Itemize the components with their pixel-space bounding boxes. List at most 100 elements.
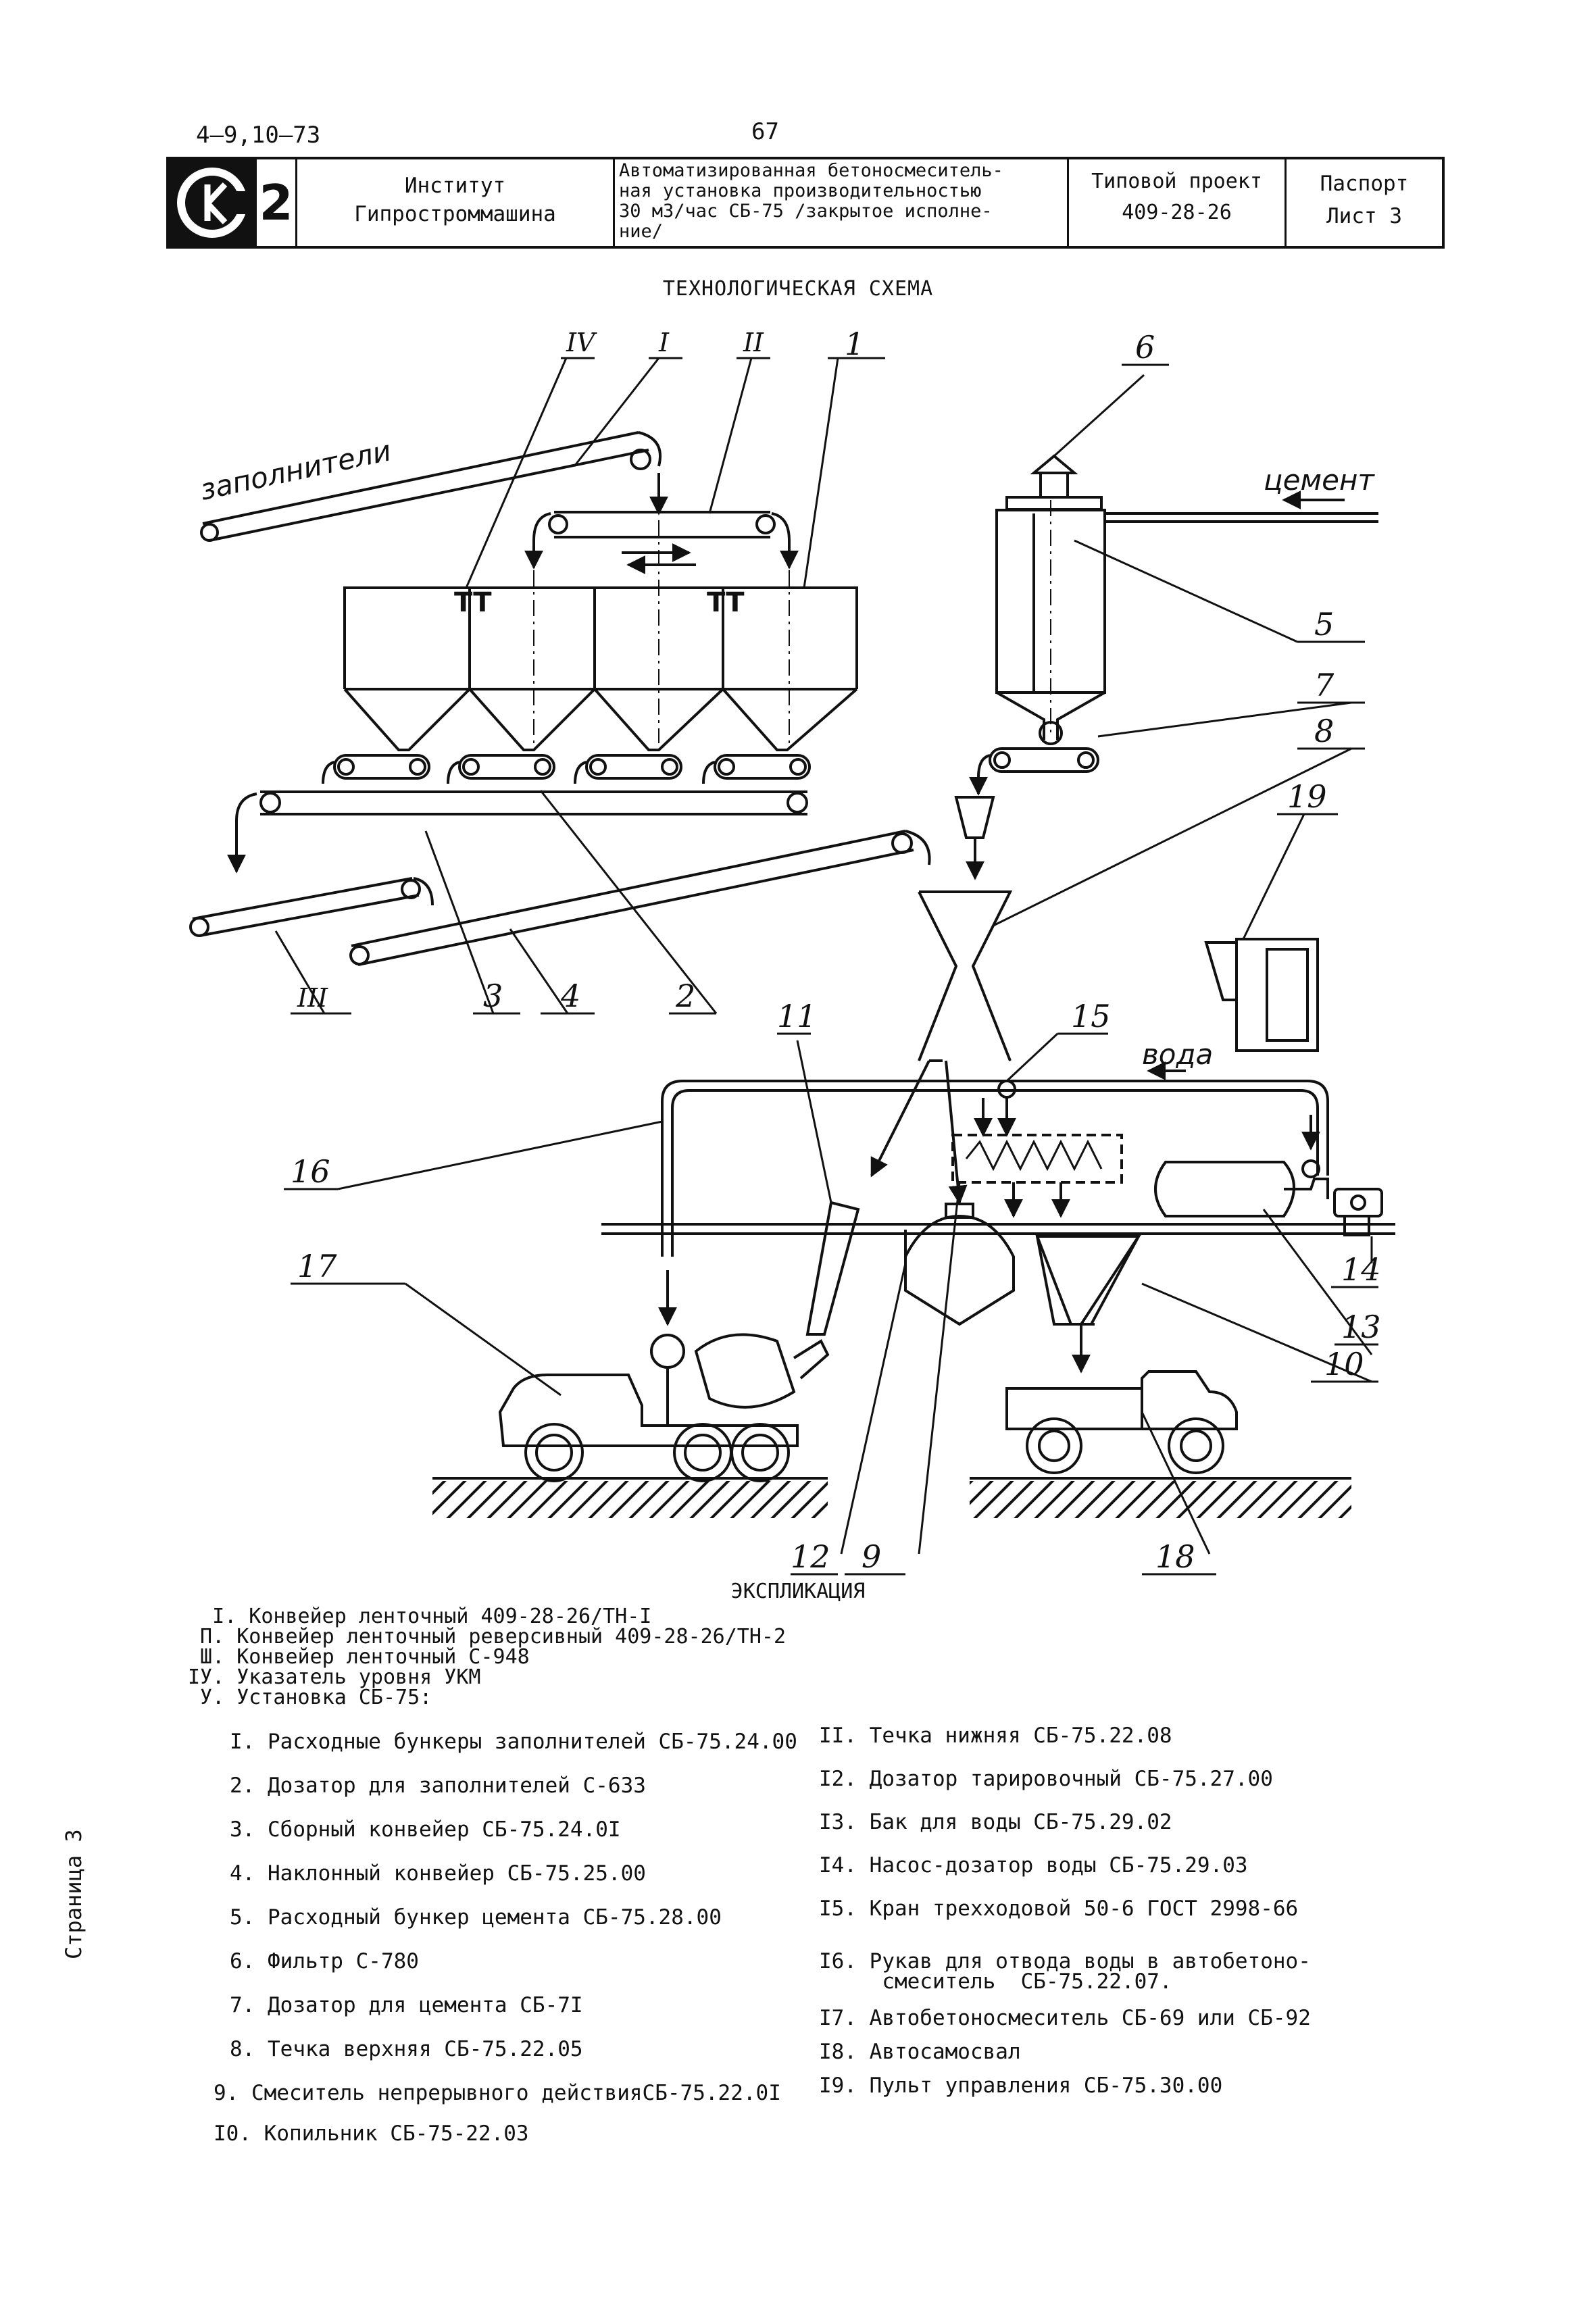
label-I: I — [658, 328, 670, 357]
institute-cell: Институт Гипростроммашина — [297, 159, 615, 246]
list-item: 4. Наклонный конвейер СБ-75.25.00 — [230, 1861, 646, 1886]
cement-doser — [954, 747, 1099, 880]
concrete-mixer-truck — [498, 1333, 830, 1482]
ground — [432, 1477, 1351, 1518]
passport-cell: Паспорт Лист 3 — [1287, 159, 1442, 246]
label-11: 11 — [777, 998, 817, 1034]
list-item: Ш. Конвейер ленточный С-948 — [188, 1645, 530, 1669]
passport-line: Лист 3 — [1326, 204, 1402, 228]
flow-label-aggregates: заполнители — [197, 434, 394, 507]
title-block: 2 Институт Гипростроммашина Автоматизиро… — [166, 157, 1445, 249]
list-item: I8. Автосамосвал — [819, 2040, 1021, 2064]
label-8: 8 — [1314, 713, 1334, 749]
label-17: 17 — [297, 1248, 337, 1284]
svg-text:TT: TT — [454, 587, 492, 618]
aggregate-bins: TT TT — [343, 520, 858, 751]
flow-label-cement: цемент — [1264, 463, 1375, 497]
svg-text:TT: TT — [707, 587, 745, 618]
label-12: 12 — [791, 1538, 830, 1575]
list-item: I0. Копильник СБ-75-22.03 — [214, 2121, 529, 2146]
list-item: У. Установка СБ-75: — [188, 1686, 432, 1709]
sk-logo-icon — [176, 168, 249, 238]
list-item: 5. Расходный бункер цемента СБ-75.28.00 — [230, 1905, 722, 1930]
label-IV: IV — [566, 328, 597, 357]
project-line: 409-28-26 — [1122, 201, 1232, 224]
aggregate-dosers — [322, 754, 811, 784]
list-item: I4. Насос-дозатор воды СБ-75.29.03 — [819, 1853, 1248, 1878]
label-16: 16 — [291, 1153, 330, 1190]
label-4: 4 — [560, 978, 580, 1014]
label-5: 5 — [1314, 606, 1334, 643]
project-line: Типовой проект — [1091, 170, 1262, 193]
label-3: 3 — [483, 978, 503, 1014]
list-item: 7. Дозатор для цемента СБ-7I — [230, 1993, 583, 2017]
label-III: III — [297, 983, 328, 1013]
dump-truck — [1005, 1370, 1238, 1474]
label-7: 7 — [1314, 667, 1335, 703]
cement-bin — [995, 454, 1378, 745]
label-underlines — [284, 357, 1378, 1576]
explication-column-left: I. Расходные бункеры заполнителей СБ-75.… — [214, 1730, 797, 2165]
list-item: 8. Течка верхняя СБ-75.22.05 — [230, 2037, 583, 2061]
project-cell: Типовой проект 409-28-26 — [1069, 159, 1287, 246]
water-pipe — [658, 1061, 1329, 1326]
document-title-cell: Автоматизированная бетоносмеситель- ная … — [615, 159, 1069, 246]
explication-title: ЭКСПЛИКАЦИЯ — [730, 1580, 866, 1603]
technological-scheme: TT TT — [189, 326, 1395, 1576]
collecting-conveyor — [227, 790, 808, 874]
upper-chute — [918, 890, 1013, 1062]
inclined-conveyor — [349, 830, 931, 966]
list-item: I9. Пульт управления СБ-75.30.00 — [819, 2073, 1223, 2098]
document-code: 4–9,10–73 — [196, 122, 321, 149]
list-item: 6. Фильтр С-780 — [230, 1949, 419, 1973]
list-item: 3. Сборный конвейер СБ-75.24.0I — [230, 1817, 621, 1842]
title-line: 30 м3/час СБ-75 /закрытое исполне- — [619, 201, 993, 222]
label-18: 18 — [1155, 1538, 1195, 1575]
title-line: ние/ — [619, 221, 664, 242]
list-item: смеситель СБ-75.22.07. — [819, 1969, 1172, 1994]
page-number: 67 — [751, 118, 779, 145]
label-19: 19 — [1287, 778, 1327, 815]
explication-column-right: II. Течка нижняя СБ-75.22.08 I2. Дозатор… — [819, 1726, 1311, 2098]
conveyor-II-reversing — [524, 511, 799, 574]
label-14: 14 — [1341, 1251, 1381, 1288]
label-II: II — [743, 328, 764, 357]
tare-doser — [904, 1060, 1015, 1326]
label-13: 13 — [1341, 1309, 1381, 1345]
list-item: I5. Кран трехходовой 50-6 ГОСТ 2998-66 — [819, 1896, 1299, 1921]
label-2: 2 — [675, 978, 695, 1014]
list-item: I2. Дозатор тарировочный СБ-75.27.00 — [819, 1767, 1273, 1791]
list-item: II. Течка нижняя СБ-75.22.08 — [819, 1724, 1172, 1748]
schema-title: ТЕХНОЛОГИЧЕСКАЯ СХЕМА — [662, 277, 934, 301]
side-page-label: Страница 3 — [61, 1829, 86, 1959]
header-item-list: I. Конвейер ленточный 409-28-26/ТН-I П. … — [188, 1607, 786, 1708]
institute-line: Институт — [404, 174, 506, 198]
leader-lines — [274, 357, 1373, 1555]
label-15: 15 — [1071, 998, 1111, 1034]
title-line: ная установка производительностью — [619, 180, 982, 201]
flow-label-water: вода — [1142, 1038, 1213, 1071]
list-item: IУ. Указатель уровня УКМ — [188, 1665, 481, 1689]
list-item: П. Конвейер ленточный реверсивный 409-28… — [188, 1625, 787, 1649]
list-item: I3. Бак для воды СБ-75.29.02 — [819, 1810, 1172, 1834]
list-item: I. Расходные бункеры заполнителей СБ-75.… — [230, 1730, 797, 1754]
list-item: 2. Дозатор для заполнителей С-633 — [230, 1774, 646, 1798]
title-line: Автоматизированная бетоносмеситель- — [619, 160, 1003, 181]
continuous-mixer — [951, 1134, 1123, 1218]
list-item: I7. Автобетоносмеситель СБ-69 или СБ-92 — [819, 2006, 1311, 2030]
label-9: 9 — [862, 1538, 881, 1575]
label-10: 10 — [1324, 1346, 1364, 1382]
passport-line: Паспорт — [1320, 172, 1409, 196]
list-item: 9. Смеситель непрерывного действияСБ-75.… — [214, 2081, 781, 2105]
institute-line: Гипростроммашина — [354, 202, 556, 226]
list-item: I6. Рукав для отвода воды в автобетоно- — [819, 1949, 1311, 1973]
label-6: 6 — [1135, 329, 1155, 366]
conveyor-III — [189, 877, 434, 937]
control-panel — [1204, 938, 1319, 1052]
list-item: I. Конвейер ленточный 409-28-26/ТН-I — [188, 1605, 652, 1628]
label-1: 1 — [845, 326, 864, 362]
series-number: 2 — [257, 159, 297, 246]
logo-cell — [169, 159, 257, 246]
storage-hopper — [1035, 1235, 1141, 1374]
lower-chute — [805, 1060, 930, 1336]
